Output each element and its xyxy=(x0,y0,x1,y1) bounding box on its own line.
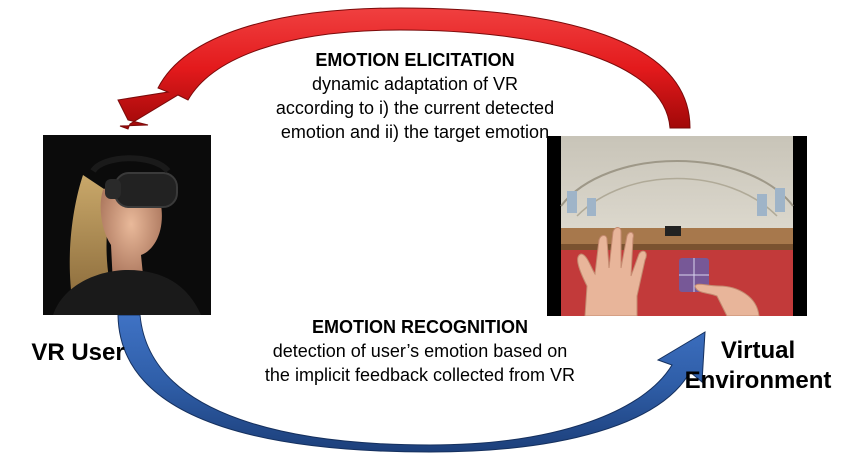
elicitation-line-2: according to i) the current detected xyxy=(275,98,555,118)
recognition-description: EMOTION RECOGNITION detection of user’s … xyxy=(210,315,630,387)
recognition-line-1: detection of user’s emotion based on xyxy=(272,341,568,361)
virtual-environment-label-line-2: Environment xyxy=(684,367,832,394)
recognition-heading: EMOTION RECOGNITION xyxy=(312,317,528,337)
vr-user-label: VR User xyxy=(31,339,125,366)
vr-user-photo xyxy=(43,135,211,315)
elicitation-description: EMOTION ELICITATION dynamic adaptation o… xyxy=(240,48,590,144)
elicitation-heading: EMOTION ELICITATION xyxy=(315,50,515,70)
elicitation-line-1: dynamic adaptation of VR xyxy=(311,74,519,94)
virtual-environment-label: Virtual Environment xyxy=(672,336,844,396)
recognition-line-2: the implicit feedback collected from VR xyxy=(264,365,576,385)
virtual-environment-photo xyxy=(547,136,807,316)
elicitation-line-3: emotion and ii) the target emotion xyxy=(280,122,550,142)
recognition-arrow xyxy=(117,314,706,453)
virtual-environment-label-line-1: Virtual xyxy=(720,337,796,364)
elicitation-arrow xyxy=(117,7,691,130)
